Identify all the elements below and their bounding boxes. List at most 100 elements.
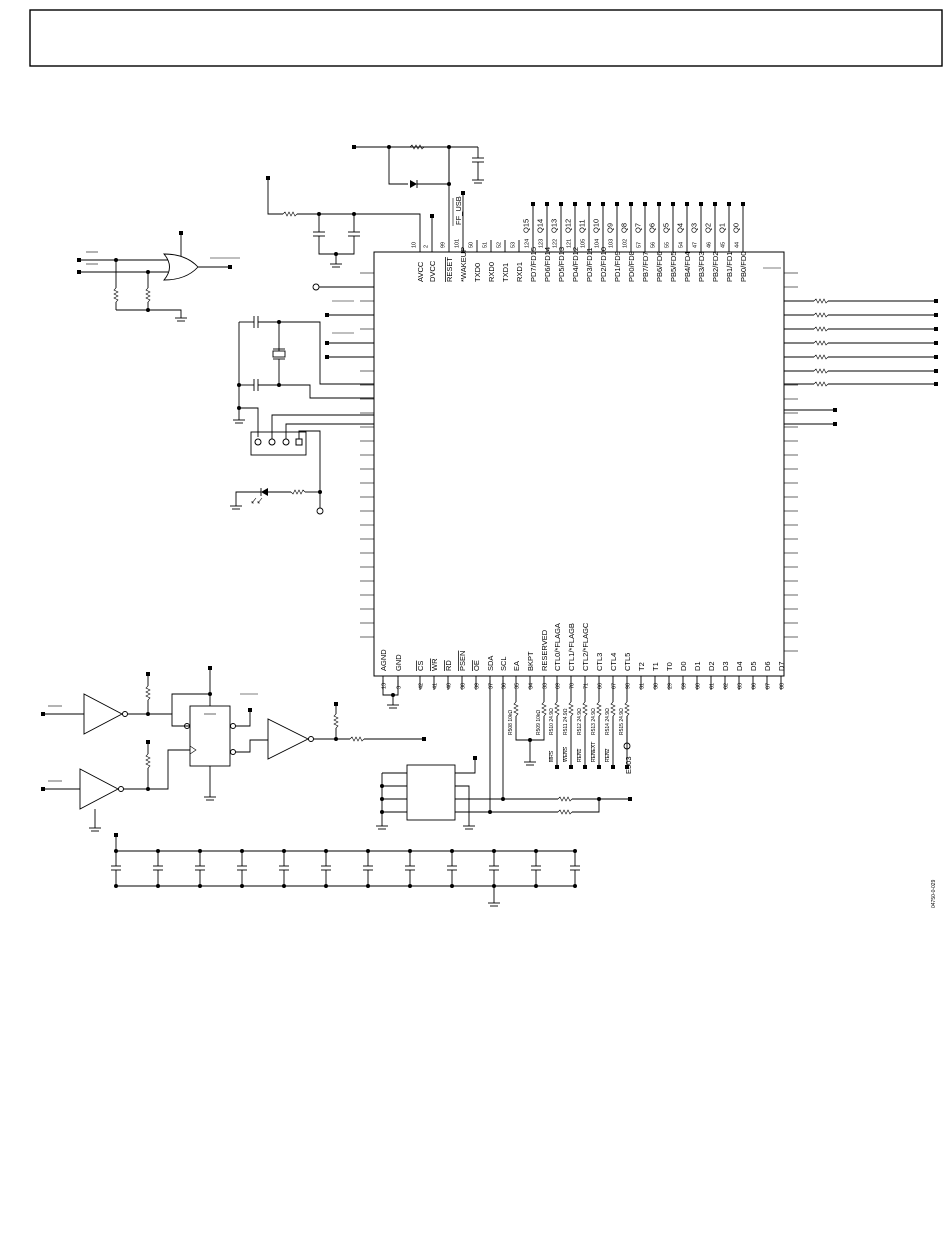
chip-left-pins: [360, 272, 374, 638]
resistor-label: R515 24.9Ω: [619, 708, 625, 735]
bottom-pin-number: 86: [752, 683, 758, 689]
bottom-pin-number: 98: [626, 683, 632, 689]
bottom-resistor: [610, 701, 616, 717]
q-output-label: Q7: [634, 223, 643, 233]
bottom-pin-number: 71: [584, 683, 590, 689]
series-resistor: [813, 340, 829, 346]
top-pin-number: 103: [609, 239, 615, 248]
top-pin-number: 121: [567, 239, 573, 248]
resistor-label: R511 24.9Ω: [563, 708, 569, 735]
chip-right-pins: [784, 272, 798, 652]
bottom-pin-name: D4: [735, 661, 744, 671]
q-terminal: [573, 202, 577, 206]
bottom-pin-name: CTL1/*FLAGB: [567, 623, 576, 671]
power-supply-circuit: [266, 144, 484, 268]
q-output-label: Q13: [550, 219, 559, 233]
bottom-pin-name: T1: [651, 662, 660, 671]
q-terminal: [713, 202, 717, 206]
top-pin-name: PD6/FD14: [543, 247, 552, 282]
bottom-pin-name: GND: [394, 654, 403, 671]
eeprom-circuit: [376, 680, 632, 830]
bottom-pin-name: D7: [777, 661, 786, 671]
usb-controller-chip: [373, 251, 785, 677]
top-pin-name: RESET: [445, 257, 454, 282]
bottom-pin-number: 70: [570, 683, 576, 689]
top-pin-name: *WAKEUP: [459, 247, 468, 282]
top-pin-number: 57: [637, 242, 643, 248]
top-pin-number: 124: [525, 239, 531, 248]
q-terminal: [601, 202, 605, 206]
bottom-pin-name: D3: [721, 661, 730, 671]
top-pin-name: DVCC: [428, 260, 437, 282]
bottom-pin-name: WR: [430, 658, 439, 671]
bottom-pin-name: EA: [512, 661, 521, 671]
bottom-pin-name: AGND: [379, 649, 388, 671]
top-pin-number: 104: [595, 239, 601, 248]
or-gate: [77, 231, 240, 322]
top-pin-name: AVCC: [416, 261, 425, 282]
top-pin-number: 50: [469, 242, 475, 248]
top-pin-name: PB0/FD0: [739, 252, 748, 282]
top-pin-name: PB4/FD4: [683, 252, 692, 282]
bottom-pin-name: PSEN: [458, 651, 467, 671]
bottom-pin-name: RESERVED: [540, 629, 549, 671]
bottom-pin-number: 37: [489, 683, 495, 689]
top-pin-number: 54: [679, 242, 685, 248]
top-pin-number: 51: [483, 242, 489, 248]
top-pin-number: 55: [665, 242, 671, 248]
series-resistor: [813, 381, 829, 387]
net-label: WENS: [563, 746, 569, 762]
top-pin-name: PD7/FD15: [529, 247, 538, 282]
chip-bottom-pins: AGND13GND3CS42WR41RD40PSEN38OE39SDA37SCL…: [379, 622, 786, 690]
output-terminal: [934, 327, 938, 331]
bottom-pin-number: 3: [397, 686, 403, 689]
resistor-label: R510 24.9Ω: [549, 708, 555, 735]
bottom-pin-number: 34: [529, 683, 535, 689]
bottom-resistor: [624, 701, 630, 717]
flip-flop: [189, 705, 231, 767]
resistor-label: R512 24.9Ω: [577, 708, 583, 735]
bottom-resistor: [513, 701, 519, 717]
bottom-pin-number: 60: [696, 683, 702, 689]
resistor-label: R514 24.9Ω: [605, 708, 611, 735]
bottom-pin-name: CTL0/*FLAGA: [553, 623, 562, 671]
resistor-label: R513 24.9Ω: [591, 708, 597, 735]
q-output-label: Q9: [606, 223, 615, 233]
bottom-pin-number: 87: [766, 683, 772, 689]
q-output-label: Q12: [564, 219, 573, 233]
top-pin-name: PB7/FD7: [641, 252, 650, 282]
bottom-pin-number: 30: [654, 683, 660, 689]
q-output-label: Q11: [578, 219, 587, 233]
top-pin-name: PB2/FD2: [711, 252, 720, 282]
bottom-pin-number: 69: [556, 683, 562, 689]
bottom-pin-name: T0: [665, 662, 674, 671]
bottom-pin-name: D6: [763, 661, 772, 671]
eeprom-chip: [406, 764, 456, 821]
bottom-pin-name: D1: [693, 661, 702, 671]
bottom-pin-name: BKPT: [526, 651, 535, 671]
net-label: REN1: [577, 748, 583, 762]
top-pin-name: PD5/FD13: [557, 247, 566, 282]
header-box: [29, 9, 943, 67]
top-pin-number: 52: [497, 242, 503, 248]
q-output-label: Q5: [662, 223, 671, 233]
top-pin-name: TXD1: [501, 263, 510, 282]
bottom-pin-number: 63: [738, 683, 744, 689]
test-point: [623, 742, 631, 750]
bottom-pin-name: D5: [749, 661, 758, 671]
output-terminal: [934, 382, 938, 386]
bottom-resistor: [596, 701, 602, 717]
bottom-pin-name: CTL2/*FLAGC: [581, 622, 590, 671]
q-output-label: Q14: [536, 219, 545, 233]
bottom-pin-number: 38: [461, 683, 467, 689]
net-label: RENEXT: [591, 742, 597, 762]
series-resistor: [813, 298, 829, 304]
q-terminal: [699, 202, 703, 206]
bottom-pin-name: OE: [472, 660, 481, 671]
top-pin-number: 105: [581, 239, 587, 248]
top-pin-number: 45: [721, 242, 727, 248]
series-resistor: [813, 368, 829, 374]
top-pin-name: PB6/FD6: [655, 252, 664, 282]
q-terminal: [559, 202, 563, 206]
